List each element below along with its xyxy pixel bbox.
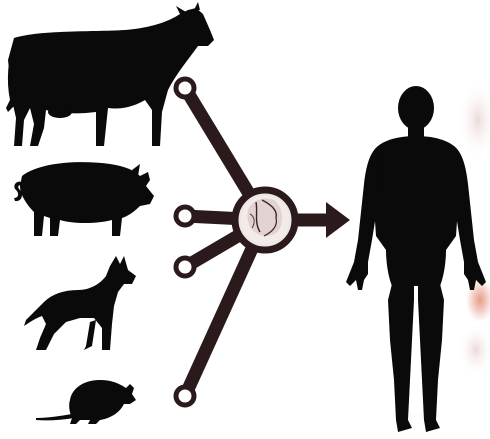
background-smudge (458, 80, 490, 160)
input-node-dog (176, 258, 194, 276)
input-node-pig (176, 207, 194, 225)
dog-icon (24, 256, 136, 350)
pig-icon (14, 162, 154, 236)
input-node-cow (176, 79, 194, 97)
rat-icon (36, 380, 136, 424)
arrow-head-icon (326, 202, 350, 238)
input-nodes (176, 79, 194, 405)
background-smudge (458, 324, 490, 376)
cell-sample-icon (235, 190, 295, 250)
cow-icon (6, 2, 214, 146)
input-node-rat (176, 387, 194, 405)
